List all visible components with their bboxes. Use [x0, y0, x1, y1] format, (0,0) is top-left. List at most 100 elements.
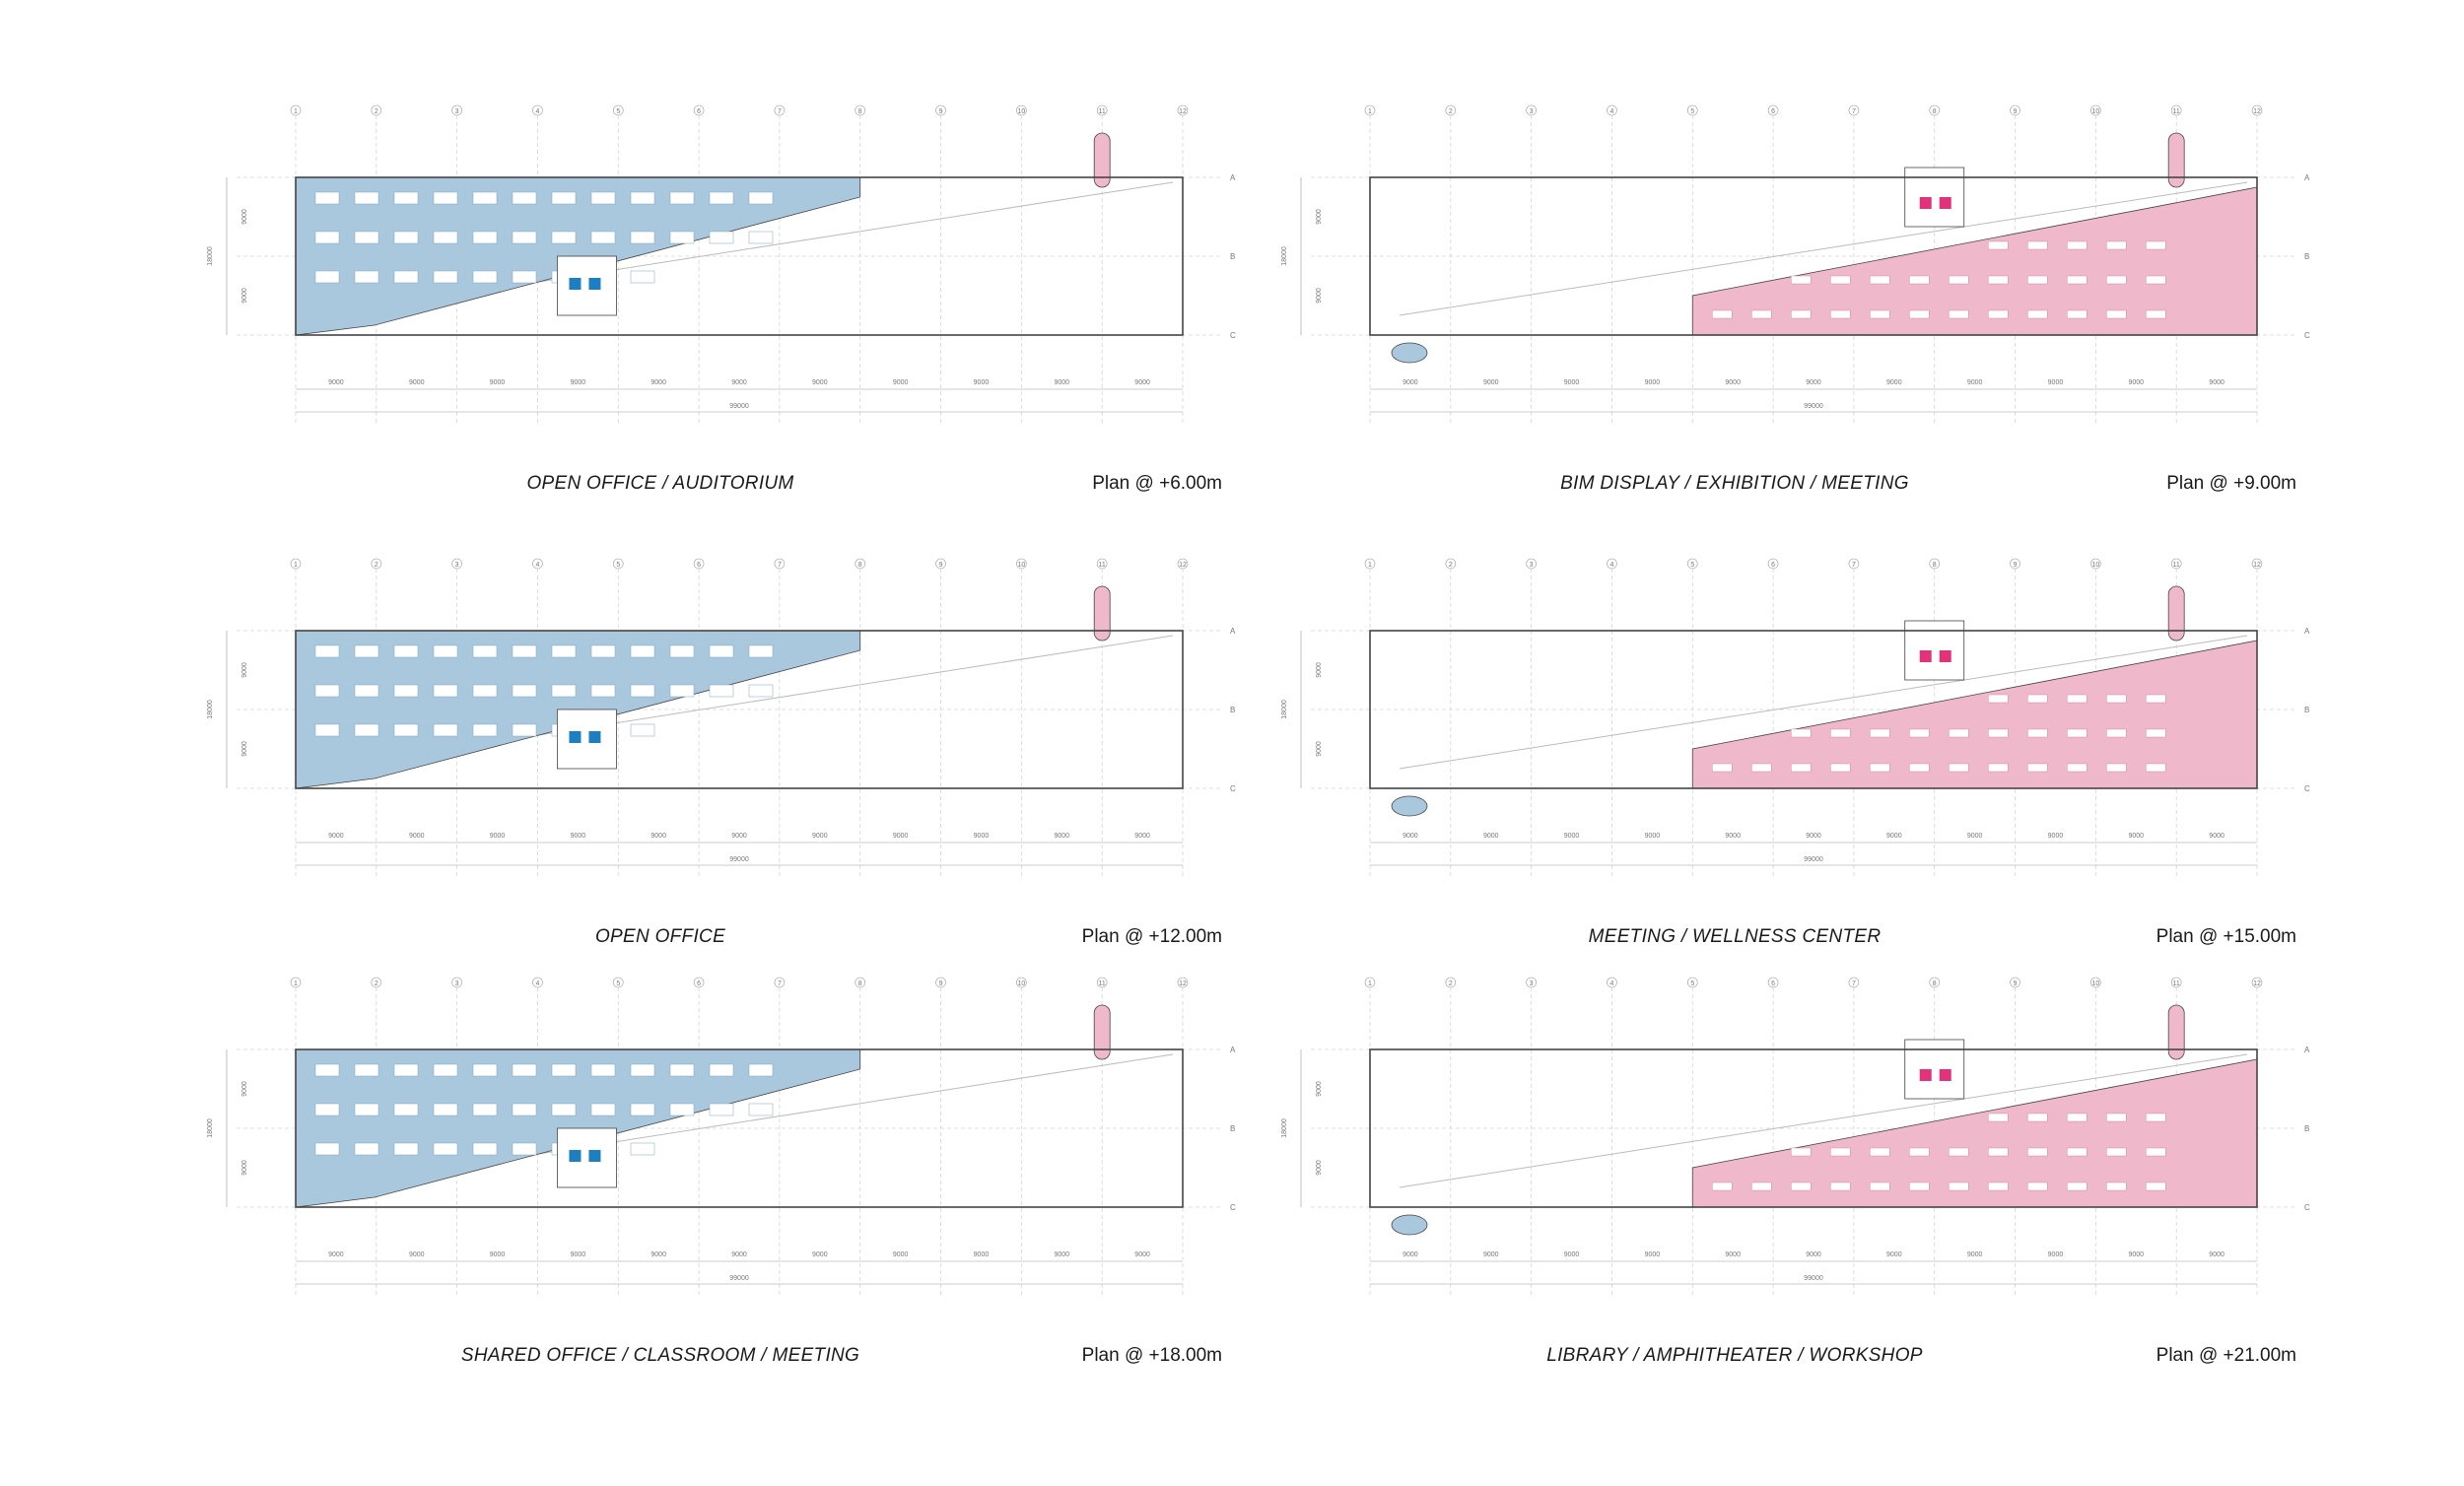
exhibit-table: [1830, 275, 1851, 285]
grid-column-label: 7: [1852, 980, 1856, 987]
grid-column-label: 9: [939, 108, 943, 115]
plan-program-1: OPEN OFFICE / AUDITORIUM: [526, 473, 794, 494]
pink-seat-icon: [1919, 1069, 1932, 1081]
exhibit-table: [2146, 309, 2166, 319]
grid-bubble-icon: [2010, 977, 2020, 988]
bay-dimension: 9000: [1725, 1251, 1741, 1258]
grid-column-label: 10: [2091, 980, 2099, 987]
pink-seat-icon: [1939, 1069, 1951, 1081]
desk-cluster: [354, 684, 379, 698]
desk-cluster: [512, 231, 537, 244]
building-outline: [1369, 176, 2258, 336]
bay-dimension: 9000: [1054, 379, 1069, 386]
bay-dimension: 9000: [1725, 379, 1741, 386]
entry-pod: [1391, 342, 1428, 364]
grid-row-label: B: [1230, 252, 1235, 261]
pink-program-zone: [1691, 1058, 2258, 1208]
grid-bubble-icon: [774, 558, 786, 570]
depth-dimension: 9000: [1316, 288, 1323, 304]
grid-bubble-icon: [1767, 558, 1779, 570]
grid-bubble-icon: [693, 977, 705, 988]
grid-column-label: 1: [294, 108, 298, 115]
desk-cluster: [551, 1063, 577, 1077]
grid-bubble-icon: [1177, 558, 1189, 570]
blue-seat-icon: [588, 731, 601, 743]
desk-cluster: [551, 191, 577, 205]
bay-dimension: 9000: [650, 379, 666, 386]
exhibit-table: [1791, 728, 1812, 738]
exhibit-table: [1830, 728, 1851, 738]
grid-bubble-icon: [774, 104, 786, 116]
plan-caption-4: MEETING / WELLNESS CENTER Plan @ +15.00m: [1252, 926, 2336, 956]
exhibit-table: [1988, 240, 2009, 250]
desk-cluster: [590, 191, 616, 205]
diagonal-spine: [1399, 181, 2248, 316]
grid-bubble-icon: [2090, 558, 2101, 570]
pink-program-zone: [1691, 640, 2258, 789]
bay-dimension: 9000: [490, 379, 506, 386]
exhibit-table: [2067, 1113, 2088, 1122]
grid-column-label: 5: [1690, 980, 1694, 987]
grid-column-label: 3: [455, 108, 459, 115]
desk-cluster: [630, 1103, 655, 1116]
bay-dimension: 9000: [1967, 1251, 1983, 1258]
depth-dimension: 9000: [241, 288, 248, 304]
depth-total-dimension: 18000: [1281, 1118, 1288, 1138]
bay-dimension: 9000: [2209, 379, 2224, 386]
bay-dimension: 9000: [1403, 1251, 1418, 1258]
desk-cluster: [512, 1142, 537, 1156]
grid-column-label: 2: [375, 562, 378, 569]
exhibit-table: [1909, 763, 1930, 773]
grid-bubble-icon: [451, 558, 462, 570]
desk-cluster: [354, 1142, 379, 1156]
exhibit-table: [2067, 694, 2088, 704]
grid-row-label: A: [2304, 1046, 2310, 1054]
exhibit-table: [2106, 309, 2127, 319]
grid-column-label: 11: [1099, 562, 1106, 569]
bay-dimension: 9000: [1564, 833, 1580, 840]
grid-column-label: 4: [1610, 562, 1614, 569]
bay-dimension: 9000: [2048, 833, 2064, 840]
exhibit-table: [1712, 309, 1733, 319]
grid-bubble-icon: [2251, 558, 2263, 570]
bay-dimension: 9000: [650, 1251, 666, 1258]
grid-bubble-icon: [693, 104, 705, 116]
grid-bubble-icon: [371, 977, 382, 988]
desk-cluster: [433, 1142, 458, 1156]
desk-cluster: [354, 1063, 379, 1077]
bay-dimension: 9000: [2209, 1251, 2224, 1258]
exhibit-table: [1949, 275, 1969, 285]
grid-row-label: C: [1230, 784, 1236, 793]
bay-dimension: 9000: [1403, 379, 1418, 386]
plan-caption-2: BIM DISPLAY / EXHIBITION / MEETING Plan …: [1252, 473, 2336, 503]
grid-column-label: 4: [1610, 980, 1614, 987]
desk-cluster: [590, 684, 616, 698]
bay-dimension: 9000: [571, 379, 586, 386]
bay-dimension: 9000: [328, 833, 344, 840]
exhibit-table: [2146, 1182, 2166, 1191]
grid-bubble-icon: [2170, 104, 2182, 116]
grid-bubble-icon: [290, 558, 302, 570]
plan-program-6: LIBRARY / AMPHITHEATER / WORKSHOP: [1546, 1345, 1923, 1366]
grid-column-label: 6: [697, 562, 701, 569]
desk-cluster: [512, 1103, 537, 1116]
grid-column-label: 8: [1933, 980, 1937, 987]
bay-dimension: 9000: [1054, 1251, 1069, 1258]
grid-bubble-icon: [1445, 558, 1457, 570]
pink-seat-icon: [1919, 197, 1932, 209]
depth-dimension: 9000: [241, 1160, 248, 1176]
grid-bubble-icon: [1096, 558, 1108, 570]
desk-cluster: [669, 191, 695, 205]
grid-bubble-icon: [532, 558, 543, 570]
grid-bubble-icon: [1016, 558, 1027, 570]
grid-bubble-icon: [1096, 977, 1108, 988]
desk-cluster: [748, 191, 774, 205]
grid-column-label: 3: [455, 980, 459, 987]
exhibit-table: [1751, 309, 1772, 319]
grid-bubble-icon: [1096, 104, 1108, 116]
exhibit-table: [2067, 1182, 2088, 1191]
